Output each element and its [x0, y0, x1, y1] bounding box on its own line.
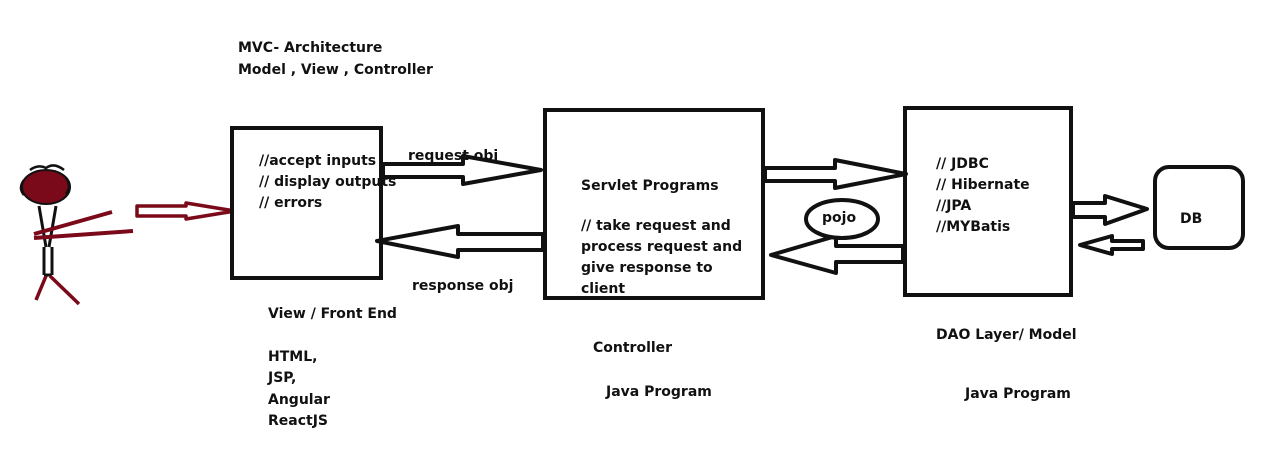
user-body — [33, 205, 134, 306]
dao-to-db-arrow — [1071, 194, 1149, 226]
db-to-dao-arrow — [1078, 234, 1145, 256]
dao-box-frame — [903, 106, 1073, 297]
servlet-desc-line: give response to — [581, 260, 713, 276]
view-tech-list: HTML, JSP, Angular ReactJS — [268, 347, 330, 433]
user-figure — [19, 164, 237, 306]
view-box-text: //accept inputs // display outputs // er… — [259, 151, 396, 214]
request-label: request obj — [408, 148, 499, 164]
servlet-box-desc: // take request and process request and … — [581, 216, 742, 300]
view-box-line: // display outputs — [259, 174, 397, 190]
servlet-box-frame — [543, 108, 765, 300]
dao-sub-caption: Java Program — [965, 386, 1071, 402]
response-label: response obj — [412, 278, 514, 294]
view-tech-item: Angular — [268, 392, 330, 408]
diagram-subtitle: Model , View , Controller — [238, 62, 433, 78]
dao-item: //JPA — [936, 198, 972, 214]
view-caption: View / Front End — [268, 306, 397, 322]
view-tech-item: JSP, — [268, 370, 297, 386]
servlet-desc-line: process request and — [581, 239, 743, 255]
view-box-line: // errors — [259, 195, 323, 211]
dao-box-text: // JDBC // Hibernate //JPA //MYBatis — [936, 154, 1030, 238]
dao-item: //MYBatis — [936, 219, 1011, 235]
pojo-arrow — [769, 234, 905, 275]
view-tech-item: ReactJS — [268, 413, 329, 429]
servlet-desc-line: // take request and — [581, 218, 731, 234]
servlet-box-title: Servlet Programs — [581, 178, 719, 194]
view-box-frame — [230, 126, 383, 280]
db-label: DB — [1180, 211, 1203, 227]
db-box-frame — [1153, 165, 1245, 250]
response-arrow — [375, 224, 545, 259]
user-head — [19, 164, 71, 205]
request-arrow — [381, 154, 543, 186]
pojo-label: pojo — [822, 210, 857, 226]
servlet-to-dao-arrow — [763, 158, 908, 190]
controller-caption: Controller — [593, 340, 673, 356]
dao-item: // JDBC — [936, 156, 989, 172]
view-box-line: //accept inputs — [259, 153, 377, 169]
pojo-bubble — [804, 198, 880, 240]
servlet-desc-line: client — [581, 281, 626, 297]
dao-item: // Hibernate — [936, 177, 1030, 193]
diagram-title: MVC- Architecture — [238, 40, 383, 56]
controller-sub-caption: Java Program — [606, 384, 712, 400]
dao-caption: DAO Layer/ Model — [936, 327, 1077, 343]
user-input-arrow — [135, 201, 237, 221]
view-tech-item: HTML, — [268, 349, 318, 365]
